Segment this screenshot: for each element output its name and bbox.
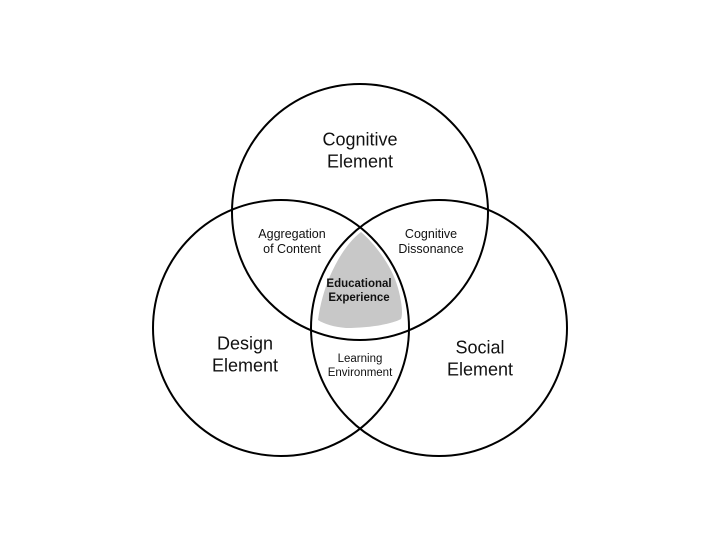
social-circle [310, 199, 568, 457]
learning-environment-label: Learning Environment [328, 353, 393, 381]
label-line: Element [211, 355, 279, 375]
cognitive-circle [231, 83, 489, 341]
center-highlight [318, 232, 402, 328]
design-element-label: Design Element [212, 333, 278, 376]
label-line: Aggregation [258, 227, 326, 241]
label-line: Environment [327, 367, 393, 379]
design-circle [152, 199, 410, 457]
cognitive-dissonance-label: Cognitive Dissonance [398, 227, 463, 257]
label-line: Cognitive [404, 227, 458, 241]
label-line: of Content [263, 242, 321, 256]
label-line: Design [216, 333, 274, 354]
label-line: Experience [328, 292, 390, 304]
social-element-label: Social Element [447, 337, 513, 380]
label-line: Cognitive [322, 129, 398, 150]
label-line: Element [326, 151, 394, 171]
aggregation-of-content-label: Aggregation of Content [258, 227, 325, 257]
cognitive-element-label: Cognitive Element [322, 129, 397, 172]
label-line: Social [455, 337, 505, 358]
label-line: Dissonance [398, 242, 464, 256]
label-line: Educational [326, 278, 392, 291]
label-line: Element [446, 359, 514, 379]
label-line: Learning [337, 353, 383, 366]
educational-experience-label: Educational Experience [326, 278, 391, 306]
